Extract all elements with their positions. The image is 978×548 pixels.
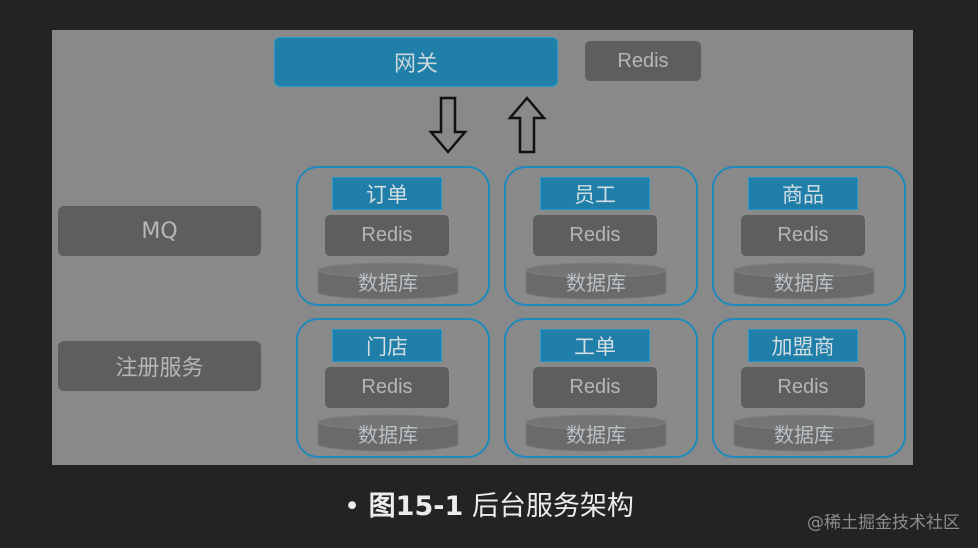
gateway-redis-box: Redis xyxy=(585,41,701,81)
down-arrow-icon xyxy=(428,96,468,154)
database-label: 数据库 xyxy=(774,271,834,295)
service-redis: Redis xyxy=(741,215,865,256)
figure-caption: • 图15-1 后台服务架构 xyxy=(0,484,978,523)
database-cylinder-icon xyxy=(525,414,667,452)
service-product: 商品 Redis 数据库 xyxy=(712,166,906,306)
database-cylinder-icon xyxy=(733,414,875,452)
service-database: 数据库 xyxy=(732,414,876,452)
mq-box: MQ xyxy=(58,206,261,256)
service-work-order: 工单 Redis 数据库 xyxy=(504,318,698,458)
database-cylinder-icon xyxy=(317,414,459,452)
registry-service-box: 注册服务 xyxy=(58,341,261,391)
service-redis: Redis xyxy=(325,215,449,256)
service-franchisee: 加盟商 Redis 数据库 xyxy=(712,318,906,458)
gateway-box: 网关 xyxy=(274,37,558,87)
caption-bullet: • xyxy=(344,491,361,522)
database-label: 数据库 xyxy=(566,271,626,295)
service-redis: Redis xyxy=(741,367,865,408)
service-order: 订单 Redis 数据库 xyxy=(296,166,490,306)
service-database: 数据库 xyxy=(524,262,668,300)
database-cylinder-icon xyxy=(733,262,875,300)
architecture-diagram: 网关 Redis MQ 注册服务 订单 Redis 数据库 员工 Redis 数… xyxy=(52,30,913,465)
service-redis: Redis xyxy=(325,367,449,408)
service-database: 数据库 xyxy=(524,414,668,452)
database-cylinder-icon xyxy=(525,262,667,300)
service-database: 数据库 xyxy=(732,262,876,300)
database-label: 数据库 xyxy=(358,423,418,447)
service-database: 数据库 xyxy=(316,414,460,452)
database-label: 数据库 xyxy=(566,423,626,447)
up-arrow-icon xyxy=(507,96,547,154)
caption-text: 后台服务架构 xyxy=(471,491,634,522)
service-redis: Redis xyxy=(533,215,657,256)
service-database: 数据库 xyxy=(316,262,460,300)
service-title: 工单 xyxy=(540,329,650,362)
service-title: 订单 xyxy=(332,177,442,210)
database-cylinder-icon xyxy=(317,262,459,300)
service-employee: 员工 Redis 数据库 xyxy=(504,166,698,306)
service-redis: Redis xyxy=(533,367,657,408)
service-title: 商品 xyxy=(748,177,858,210)
database-label: 数据库 xyxy=(358,271,418,295)
service-title: 员工 xyxy=(540,177,650,210)
service-store: 门店 Redis 数据库 xyxy=(296,318,490,458)
service-title: 加盟商 xyxy=(748,329,858,362)
service-title: 门店 xyxy=(332,329,442,362)
figure-number: 图15-1 xyxy=(368,491,464,522)
watermark: @稀土掘金技术社区 xyxy=(807,513,960,533)
database-label: 数据库 xyxy=(774,423,834,447)
